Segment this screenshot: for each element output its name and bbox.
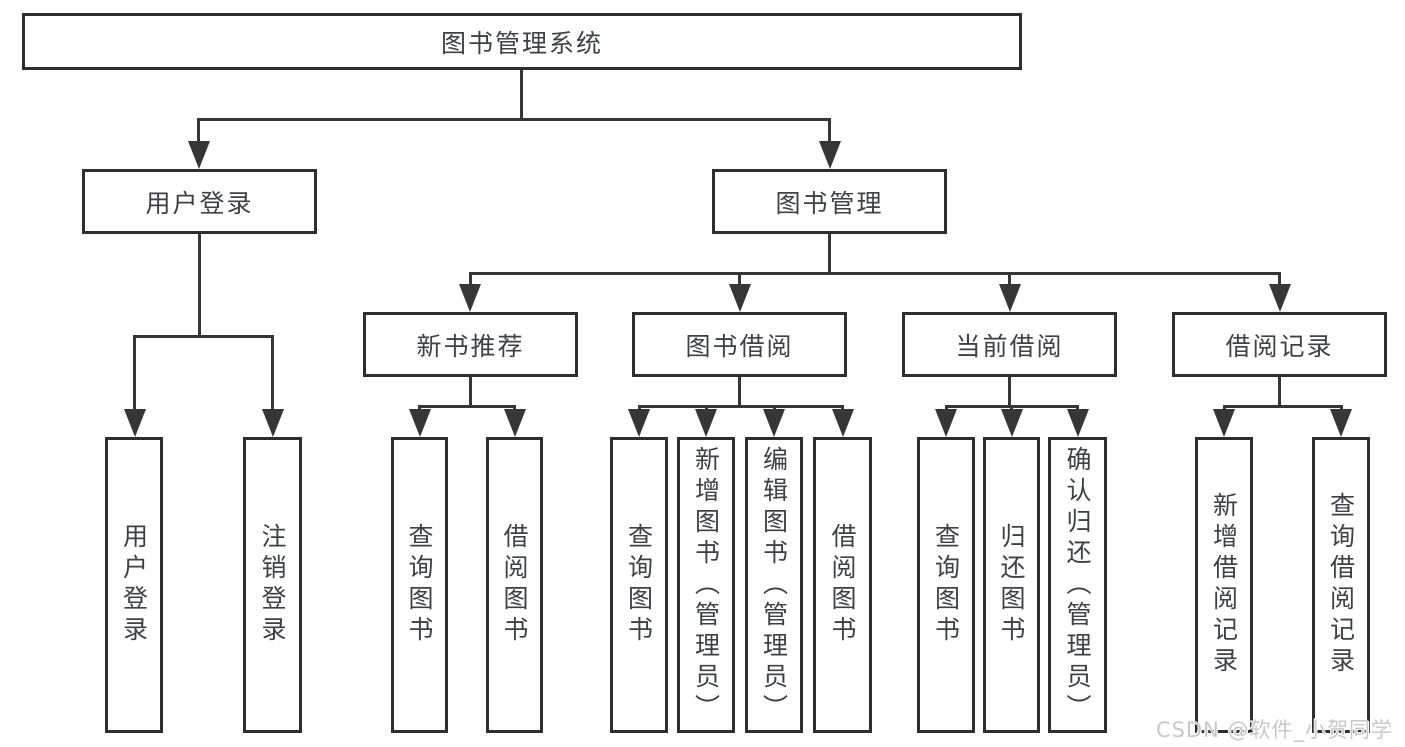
- connector-line: [469, 272, 472, 286]
- arrow-down-icon: [409, 409, 431, 437]
- arrow-down-icon: [729, 284, 751, 312]
- connector-line: [1008, 377, 1011, 406]
- arrow-down-icon: [819, 141, 841, 169]
- node-current-borrow: 当前借阅: [902, 312, 1117, 377]
- arrow-down-icon: [1269, 284, 1291, 312]
- connector-line: [638, 405, 844, 408]
- leaf-label: 用户登录: [119, 523, 149, 647]
- arrow-down-icon: [124, 409, 146, 437]
- arrow-down-icon: [1213, 409, 1235, 437]
- leaf-label: 新增图书（管理员）: [691, 445, 721, 725]
- leaf-label: 归还图书: [997, 523, 1026, 647]
- node-current-borrow-label: 当前借阅: [955, 331, 1064, 361]
- node-book-borrow: 图书借阅: [632, 312, 847, 377]
- connector-line: [738, 377, 741, 406]
- leaf-label: 查询图书: [931, 523, 961, 647]
- leaf-label: 编辑图书（管理员）: [759, 445, 789, 725]
- connector-line: [738, 272, 741, 286]
- arrow-down-icon: [262, 409, 284, 437]
- node-leaf-return-book: 归还图书: [983, 437, 1040, 733]
- leaf-label: 借阅图书: [500, 523, 529, 647]
- arrow-down-icon: [999, 284, 1021, 312]
- connector-line: [828, 234, 831, 272]
- node-leaf-add-borrow-record: 新增借阅记录: [1195, 437, 1253, 733]
- leaf-label: 查询借阅记录: [1326, 492, 1356, 678]
- arrow-down-icon: [459, 284, 481, 312]
- node-leaf-query-book-2: 查询图书: [610, 437, 668, 733]
- connector-line: [1278, 272, 1281, 286]
- node-borrow-record-label: 借阅记录: [1225, 331, 1334, 361]
- node-leaf-borrow-book-2: 借阅图书: [813, 437, 872, 733]
- arrow-down-icon: [1067, 409, 1089, 437]
- node-leaf-edit-book-admin: 编辑图书（管理员）: [745, 437, 803, 733]
- leaf-label: 注销登录: [258, 523, 287, 647]
- arrow-down-icon: [832, 409, 854, 437]
- connector-line: [197, 118, 831, 121]
- arrow-down-icon: [1330, 409, 1352, 437]
- connector-line: [469, 272, 1281, 275]
- connector-line: [198, 234, 201, 335]
- connector-line: [520, 70, 523, 118]
- connector-line: [133, 335, 136, 413]
- node-new-book-recommend-label: 新书推荐: [416, 331, 525, 361]
- node-leaf-query-borrow-record: 查询借阅记录: [1312, 437, 1370, 733]
- leaf-label: 查询图书: [624, 523, 654, 647]
- node-leaf-borrow-book-1: 借阅图书: [486, 437, 543, 733]
- arrow-down-icon: [188, 141, 210, 169]
- node-root: 图书管理系统: [22, 13, 1022, 70]
- arrow-down-icon: [695, 409, 717, 437]
- leaf-label: 新增借阅记录: [1209, 492, 1239, 678]
- connector-line: [469, 377, 472, 406]
- node-user-login: 用户登录: [82, 169, 317, 234]
- connector-line: [828, 118, 831, 144]
- node-book-management: 图书管理: [712, 169, 947, 234]
- node-leaf-add-book-admin: 新增图书（管理员）: [677, 437, 735, 733]
- connector-line: [271, 335, 274, 413]
- arrow-down-icon: [935, 409, 957, 437]
- connector-line: [133, 335, 274, 338]
- connector-line: [1223, 405, 1343, 408]
- arrow-down-icon: [628, 409, 650, 437]
- arrow-down-icon: [763, 409, 785, 437]
- arrow-down-icon: [1001, 409, 1023, 437]
- connector-line: [197, 118, 200, 144]
- connector-line: [418, 405, 516, 408]
- node-leaf-query-book-1: 查询图书: [391, 437, 448, 733]
- leaf-label: 查询图书: [405, 523, 434, 647]
- node-leaf-user-login: 用户登录: [105, 437, 163, 733]
- watermark: CSDN @软件_小贺同学: [1155, 718, 1393, 742]
- node-root-label: 图书管理系统: [440, 28, 603, 58]
- connector-line: [1008, 272, 1011, 286]
- node-leaf-logout: 注销登录: [243, 437, 302, 733]
- node-book-borrow-label: 图书借阅: [685, 331, 794, 361]
- node-leaf-query-book-3: 查询图书: [917, 437, 975, 733]
- leaf-label: 借阅图书: [828, 523, 857, 647]
- leaf-label: 确认归还（管理员）: [1063, 445, 1092, 725]
- arrow-down-icon: [504, 409, 526, 437]
- node-new-book-recommend: 新书推荐: [363, 312, 578, 377]
- node-book-management-label: 图书管理: [775, 188, 884, 218]
- node-leaf-confirm-return-admin: 确认归还（管理员）: [1048, 437, 1107, 733]
- node-borrow-record: 借阅记录: [1172, 312, 1387, 377]
- connector-line: [1278, 377, 1281, 406]
- node-user-login-label: 用户登录: [145, 188, 254, 218]
